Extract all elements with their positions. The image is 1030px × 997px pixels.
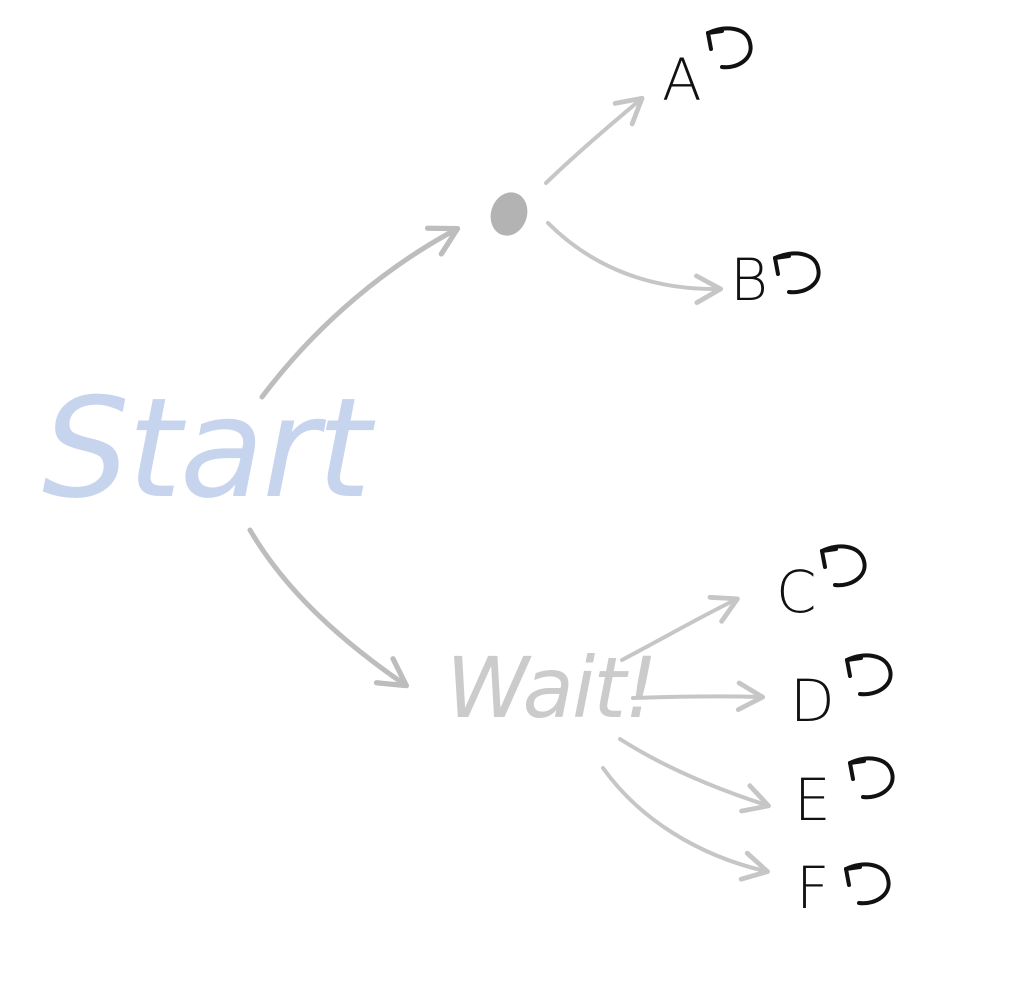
self-loop-f-icon [844,862,891,906]
node-f: F [796,854,891,922]
node-d-label: D [790,667,835,735]
node-d: D [790,653,893,735]
node-e: E [794,756,895,834]
arrow-junction-to-b [546,221,724,305]
self-loop-e-icon [848,756,895,800]
node-c: C [776,544,867,626]
junction-node [490,192,528,236]
arrow-wait-to-d [631,680,766,713]
self-loop-a-icon [706,26,753,70]
self-loop-c-icon [820,544,867,588]
arrow-start-to-junction [259,225,461,400]
self-loop-b-icon [773,251,821,295]
node-e-label: E [794,766,831,834]
arrow-wait-to-c [620,594,740,662]
arrow-wait-to-f [601,766,770,882]
node-a: A [662,26,753,114]
start-label: Start [42,368,376,529]
node-c-label: C [776,558,817,626]
arrow-wait-to-e [618,737,771,814]
node-f-label: F [796,854,829,922]
arrow-junction-to-a [544,95,645,185]
node-a-label: A [662,46,702,114]
arrow-start-to-wait [247,527,410,689]
node-b: B [730,246,821,314]
wait-label: Wait! [446,639,656,737]
self-loop-d-icon [845,653,893,697]
node-b-label: B [730,246,768,314]
